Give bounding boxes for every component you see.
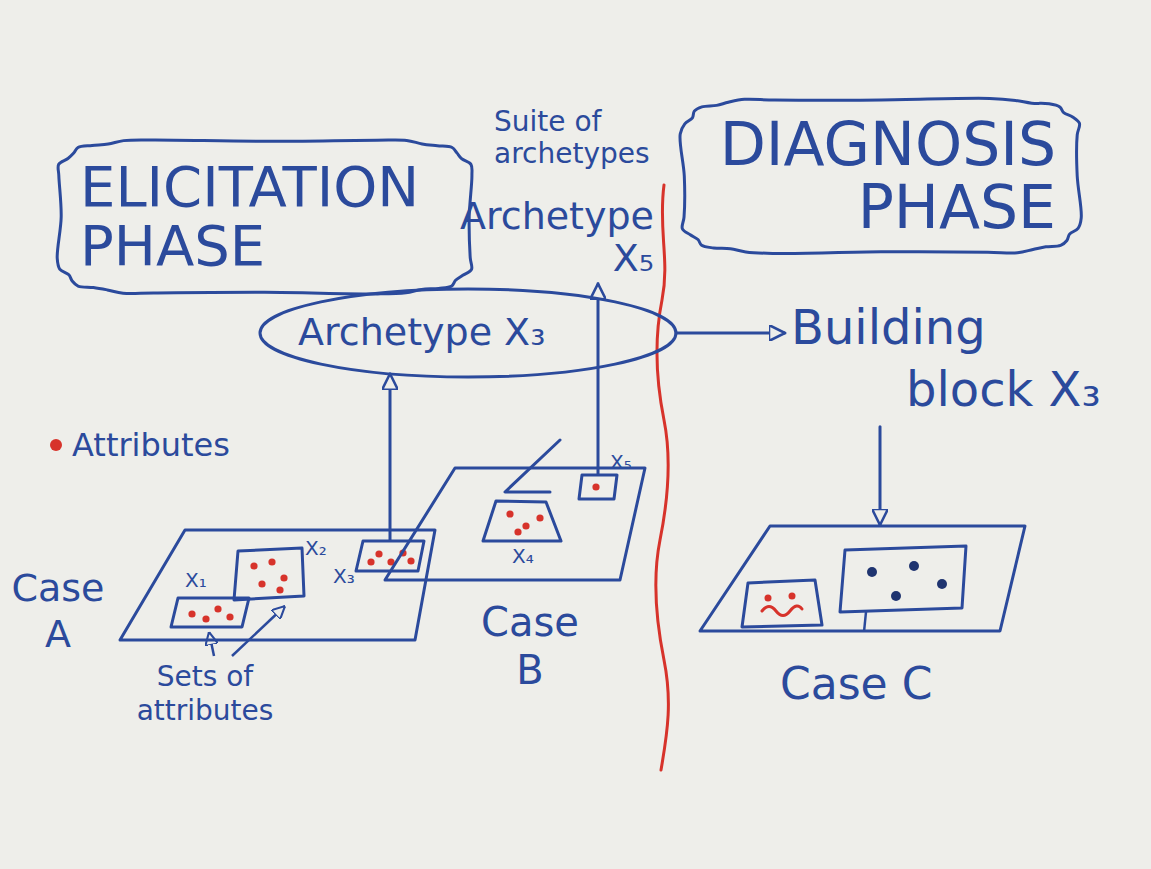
case-plane-outline xyxy=(115,528,445,642)
attribute-dot xyxy=(375,550,382,557)
building-block-label: Building block X₃ xyxy=(791,296,1121,421)
flow-arrow xyxy=(879,427,882,525)
attribute-set-outline xyxy=(170,597,250,628)
attribute-set: X₁ xyxy=(170,597,250,628)
attribute-set: X₂ xyxy=(232,548,306,601)
case-label: Case B xyxy=(478,598,582,694)
case-plane: X₄X₅Case B xyxy=(385,466,650,582)
attribute-set-outline xyxy=(578,474,618,500)
attribute-dot xyxy=(268,558,275,565)
attribute-dot xyxy=(188,610,195,617)
case-label: Case A xyxy=(6,566,110,657)
attribute-set: X₅ xyxy=(578,474,618,500)
oval-outline xyxy=(260,289,676,377)
attribute-dot xyxy=(506,510,513,517)
attribute-set: X₃ xyxy=(355,540,425,572)
attribute-dot xyxy=(367,558,374,565)
note-label-box: Suite of archetypes xyxy=(494,106,659,170)
cloud-outline xyxy=(57,140,472,294)
note-label: Sets of attributes xyxy=(120,660,290,727)
attribute-set xyxy=(840,546,966,612)
archetype-label: Archetype X₅ xyxy=(454,196,654,280)
note-label-box: Sets of attributes xyxy=(120,660,290,727)
leader-arrow xyxy=(209,632,214,656)
set-outline xyxy=(579,475,617,499)
attribute-dot xyxy=(407,557,414,564)
set-label: X₂ xyxy=(305,538,327,558)
set-label: X₁ xyxy=(185,570,207,590)
phase-cloud: ELICITATION PHASE xyxy=(52,136,478,298)
flow-arrow xyxy=(597,284,600,474)
attribute-dot xyxy=(514,528,521,535)
phase-divider xyxy=(656,185,669,770)
set-outline xyxy=(171,598,249,627)
attribute-dot xyxy=(867,567,877,577)
note-label: Suite of archetypes xyxy=(494,106,659,170)
sketch-line xyxy=(864,612,866,632)
attribute-squiggle xyxy=(762,606,802,616)
case-plane: X₁X₂X₃Case A xyxy=(115,528,445,642)
building-block-node: Building block X₃ xyxy=(785,290,1127,427)
attribute-dot xyxy=(765,595,772,602)
legend-item: Attributes xyxy=(50,426,230,464)
attribute-dot xyxy=(258,580,265,587)
case-label: Case C xyxy=(780,658,950,711)
case-plane-outline xyxy=(700,525,1030,632)
phase-title: DIAGNOSIS PHASE xyxy=(706,113,1056,239)
attribute-dot xyxy=(202,615,209,622)
attribute-dot xyxy=(937,579,947,589)
plane-fold xyxy=(505,440,560,492)
attribute-dot xyxy=(536,514,543,521)
archetype-oval: Archetype X₃ xyxy=(258,287,678,379)
archetype-node: Archetype X₅ xyxy=(450,192,658,284)
attribute-dot xyxy=(276,586,283,593)
leader-arrow xyxy=(232,606,285,656)
set-outline xyxy=(356,541,424,571)
attribute-set-outline xyxy=(355,540,425,572)
attribute-dot xyxy=(226,613,233,620)
attribute-dot xyxy=(214,605,221,612)
set-label: X₃ xyxy=(333,566,355,586)
set-outline xyxy=(234,548,304,600)
attribute-dot xyxy=(789,593,796,600)
plane-outline xyxy=(120,530,435,640)
plane-outline xyxy=(385,468,645,580)
flow-arrow xyxy=(389,374,392,540)
attribute-dot xyxy=(280,574,287,581)
attribute-dot xyxy=(522,522,529,529)
flow-arrow xyxy=(676,332,785,335)
set-label: X₄ xyxy=(512,546,534,566)
legend-swatch xyxy=(50,439,62,451)
attribute-dot xyxy=(250,562,257,569)
attribute-set-outline xyxy=(232,548,306,601)
archetype-label: Archetype X₃ xyxy=(298,310,558,356)
set-label: X₅ xyxy=(610,452,632,472)
case-plane: Case C xyxy=(700,525,1030,632)
phase-cloud: DIAGNOSIS PHASE xyxy=(676,95,1086,257)
set-outline xyxy=(483,501,561,541)
legend-label: Attributes xyxy=(72,426,230,464)
phase-title: ELICITATION PHASE xyxy=(80,158,450,276)
attribute-dot xyxy=(891,591,901,601)
attribute-set: X₄ xyxy=(482,500,562,542)
plane-outline xyxy=(700,526,1025,631)
attribute-set xyxy=(742,580,822,627)
attribute-dot xyxy=(909,561,919,571)
attribute-set-outline xyxy=(482,500,562,542)
cloud-outline xyxy=(680,98,1081,253)
attribute-dot xyxy=(592,483,599,490)
